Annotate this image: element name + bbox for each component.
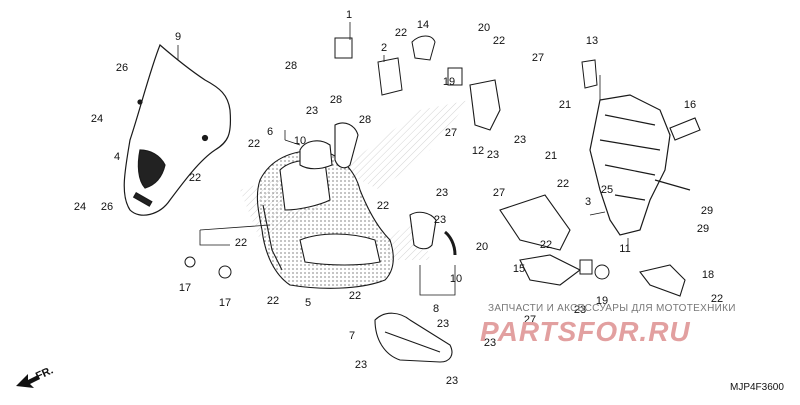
callout-23-5: 23 [514, 134, 526, 146]
callout-25: 25 [601, 184, 613, 196]
callout-10-2: 10 [450, 273, 462, 285]
callout-14: 14 [417, 19, 429, 31]
watermark-logo: PARTSFOR.RU [480, 316, 691, 347]
callout-19-2: 19 [596, 295, 608, 307]
bracket-part [469, 79, 582, 286]
callout-3: 3 [585, 196, 591, 208]
callout-23-2: 23 [436, 187, 448, 199]
duct-part [409, 211, 457, 256]
callout-26-2: 26 [101, 201, 113, 213]
callout-24-2: 24 [74, 201, 86, 213]
callout-22-2: 22 [493, 35, 505, 47]
callout-23: 23 [306, 105, 318, 117]
callout-21-2: 21 [545, 150, 557, 162]
direction-label: FR. [34, 364, 55, 382]
callout-23-6: 23 [434, 214, 446, 226]
diagram-code: MJP4F3600 [730, 382, 784, 393]
callout-23-8: 23 [355, 359, 367, 371]
callout-28-2: 28 [330, 94, 342, 106]
callout-23-7: 23 [484, 337, 496, 349]
callout-2: 2 [381, 42, 387, 54]
callout-20: 20 [478, 22, 490, 34]
callout-17-2: 17 [219, 297, 231, 309]
callout-23-3: 23 [437, 318, 449, 330]
callout-27-3: 27 [493, 187, 505, 199]
callout-19: 19 [443, 76, 455, 88]
windscreen-part [123, 43, 232, 216]
callout-4: 4 [114, 151, 120, 163]
callout-13: 13 [586, 35, 598, 47]
callout-5: 5 [305, 297, 311, 309]
hardware-parts [184, 35, 610, 280]
callout-29: 29 [701, 205, 713, 217]
callout-24: 24 [91, 113, 103, 125]
callout-9: 9 [175, 31, 181, 43]
callout-28-3: 28 [359, 114, 371, 126]
callout-26: 26 [116, 62, 128, 74]
callout-22-10: 22 [540, 239, 552, 251]
callout-22: 22 [395, 27, 407, 39]
callout-11: 11 [619, 243, 630, 255]
front-cowl-part [256, 149, 394, 289]
callout-22-4: 22 [248, 138, 260, 150]
callout-7: 7 [349, 330, 355, 342]
callout-17: 17 [179, 282, 191, 294]
callout-22-7: 22 [267, 295, 279, 307]
leader-lines [177, 22, 629, 296]
callout-8: 8 [433, 303, 439, 315]
under-cowl-part [374, 312, 453, 363]
callout-22-8: 22 [349, 290, 361, 302]
watermark-caption: ЗАПЧАСТИ И АКСЕССУАРЫ ДЛЯ МОТОТЕХНИКИ [488, 303, 736, 314]
callout-23-10: 23 [574, 304, 586, 316]
callout-12: 12 [472, 145, 484, 157]
callout-6: 6 [267, 126, 273, 138]
callout-23-4: 23 [487, 149, 499, 161]
callout-28: 28 [285, 60, 297, 72]
callout-22-11: 22 [711, 293, 723, 305]
callout-29-2: 29 [697, 223, 709, 235]
callout-15: 15 [513, 263, 525, 275]
callout-22-5: 22 [377, 200, 389, 212]
callout-20-2: 20 [476, 241, 488, 253]
callout-23-9: 23 [446, 375, 458, 387]
callout-18: 18 [702, 269, 714, 281]
callout-22-6: 22 [235, 237, 247, 249]
callout-22-9: 22 [557, 178, 569, 190]
callout-1: 1 [346, 9, 352, 21]
callout-27: 27 [532, 52, 544, 64]
callout-27-2: 27 [445, 127, 457, 139]
callout-22-3: 22 [189, 172, 201, 184]
callout-21: 21 [559, 99, 571, 111]
plate-part [639, 117, 701, 297]
callout-27-4: 27 [524, 314, 536, 326]
stay-bracket-part [589, 94, 691, 236]
callout-10: 10 [294, 135, 306, 147]
arrow-icon [16, 374, 40, 388]
inner-panel-part [299, 122, 359, 170]
callout-16: 16 [684, 99, 696, 111]
front-direction-arrow: FR. [12, 362, 72, 390]
